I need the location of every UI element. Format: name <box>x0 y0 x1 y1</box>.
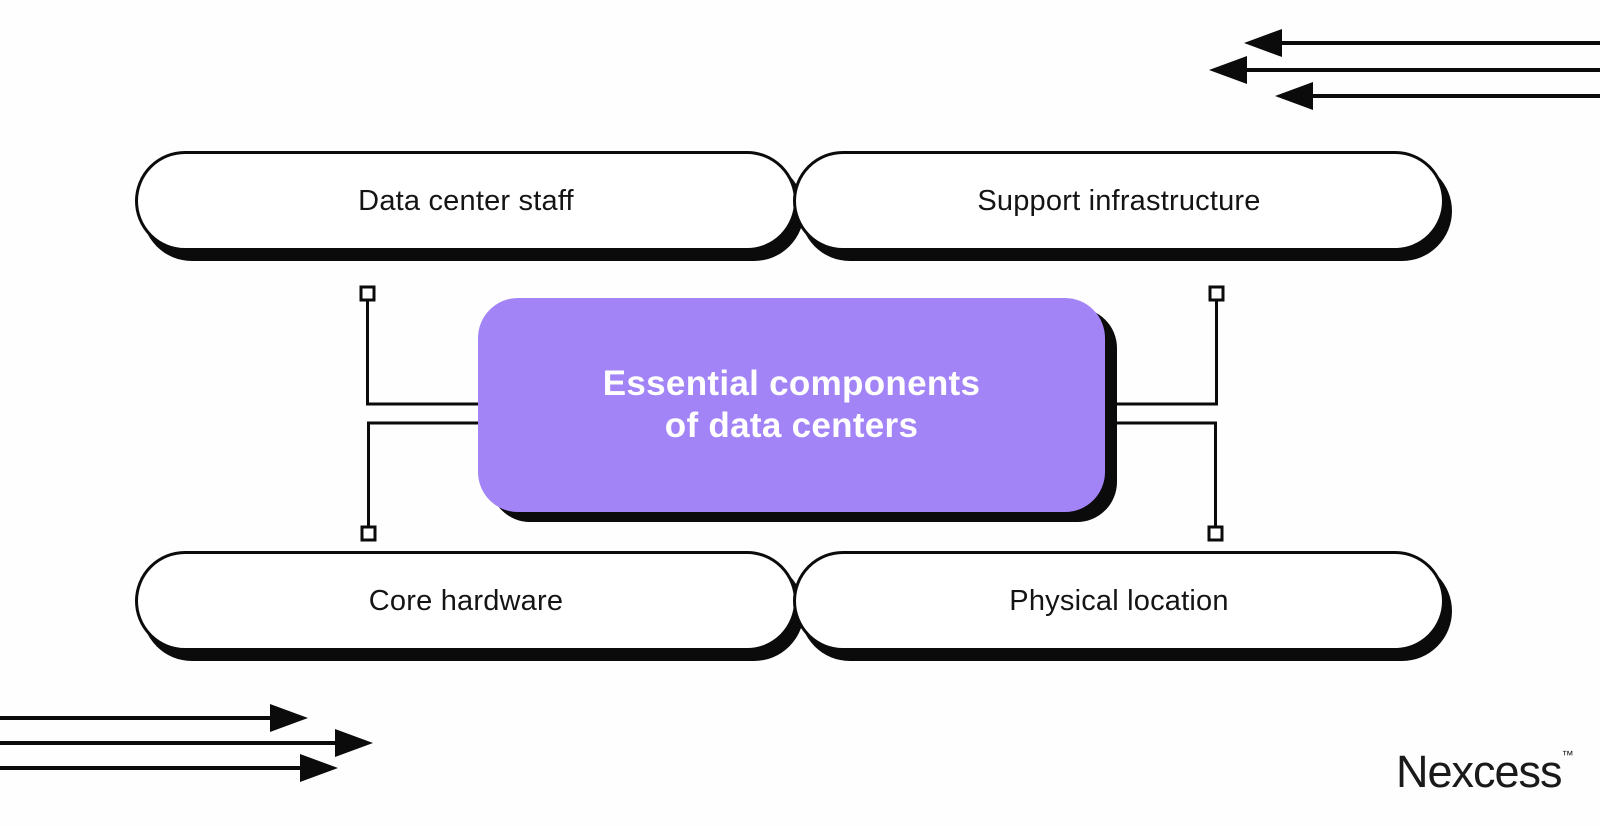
node-label: Core hardware <box>368 584 564 617</box>
arrow-right-icon <box>0 704 308 732</box>
nexcess-logo: Nexcess™ <box>1396 746 1574 798</box>
connector-endpoint-square <box>1208 285 1225 302</box>
node-label: Physical location <box>1009 584 1229 617</box>
center-title-box: Essential components of data centers <box>478 298 1105 512</box>
node-data-center-staff: Data center staff <box>135 151 797 251</box>
arrow-left-icon <box>1275 82 1600 110</box>
node-core-hardware: Core hardware <box>135 551 797 651</box>
arrow-right-icon <box>0 729 373 757</box>
node-physical-location: Physical location <box>793 551 1445 651</box>
connector-left-bottom <box>367 421 482 528</box>
node-label: Data center staff <box>358 184 574 217</box>
connector-endpoint-square <box>1207 525 1224 542</box>
connector-endpoint-square <box>359 285 376 302</box>
arrow-right-icon <box>0 754 338 782</box>
connector-right-bottom <box>1102 421 1217 528</box>
connector-endpoint-square <box>360 525 377 542</box>
trademark-symbol: ™ <box>1561 748 1574 762</box>
nexcess-logo-text: Nexcess <box>1396 746 1563 797</box>
connector-right-top <box>1102 300 1218 406</box>
node-support-infrastructure: Support infrastructure <box>793 151 1445 251</box>
arrow-left-icon <box>1209 56 1600 84</box>
center-title-line1: Essential components <box>602 364 981 403</box>
node-label: Support infrastructure <box>977 184 1261 217</box>
arrow-left-icon <box>1244 29 1600 57</box>
center-title-line2: of data centers <box>664 406 919 445</box>
connector-left-top <box>366 300 482 406</box>
